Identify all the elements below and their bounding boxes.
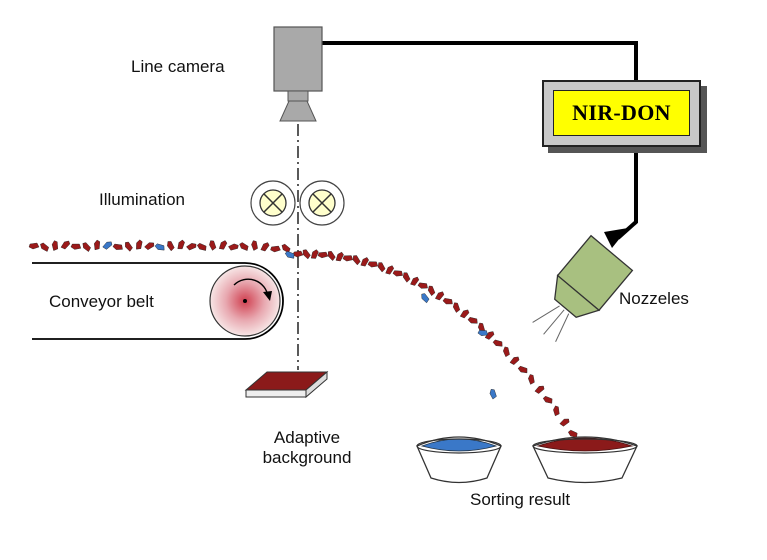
particle-red (218, 240, 228, 250)
particle-red (112, 243, 123, 250)
particle-red (167, 241, 175, 252)
sorting-bowl-icon (416, 436, 638, 484)
adaptive-background-plate (244, 370, 329, 399)
controller-label: NIR-DON (553, 90, 690, 136)
particle-red (528, 374, 535, 385)
particle-red (70, 243, 82, 250)
particle-red (367, 261, 379, 268)
particle-red (251, 240, 258, 251)
particle-red (335, 251, 344, 262)
particle-blue (489, 389, 497, 400)
particle-red (360, 257, 369, 267)
particle-red (60, 240, 71, 250)
particle-red (534, 385, 545, 394)
bowl-accepted (532, 436, 638, 484)
particle-red (310, 249, 319, 259)
particle-stream (28, 239, 578, 438)
particle-red (385, 265, 395, 275)
particle-red (292, 250, 304, 258)
adaptive-background-label: Adaptive background (262, 428, 352, 467)
particle-red (82, 242, 91, 252)
particle-blue (154, 243, 165, 251)
bowl-rejected (416, 436, 502, 484)
particle-red (51, 240, 58, 251)
signal-wire (322, 41, 638, 248)
particle-red (503, 346, 510, 358)
particle-red (317, 251, 329, 259)
particle-red (144, 242, 155, 251)
particle-red (492, 339, 503, 347)
particle-red (177, 239, 185, 250)
illumination-label: Illumination (99, 190, 185, 209)
particle-red (553, 405, 560, 417)
particle-red (392, 270, 403, 277)
particle-red (568, 429, 578, 438)
particle-red (125, 241, 133, 252)
sorting-result-label: Sorting result (470, 490, 571, 509)
particle-red (509, 356, 520, 365)
particle-red (467, 317, 478, 324)
nir-don-controller: NIR-DON (542, 80, 701, 147)
conveyor-roller-icon (32, 262, 284, 340)
particle-red (402, 272, 411, 283)
air-nozzle-icon (532, 234, 634, 342)
particle-red (459, 309, 470, 319)
particle-red (94, 239, 100, 251)
particle-red (327, 251, 336, 261)
particle-red (427, 285, 436, 297)
particle-red (352, 255, 361, 266)
particle-blue (477, 330, 489, 336)
nozzles-label: Nozzeles (619, 289, 689, 308)
particle-blue (102, 241, 113, 250)
particle-red (186, 243, 197, 251)
particle-red (377, 262, 386, 273)
particle-red (517, 365, 528, 374)
particle-red (542, 395, 553, 404)
particle-red (260, 242, 270, 252)
particle-blue (421, 293, 430, 304)
particle-red (28, 242, 40, 250)
particle-blue (284, 251, 295, 259)
particle-red (452, 302, 461, 313)
particle-red (270, 245, 281, 253)
line-camera-label: Line camera (131, 57, 225, 76)
particle-red (196, 243, 207, 251)
line-camera-icon (273, 26, 323, 122)
particle-red (228, 243, 239, 251)
particle-red (342, 255, 354, 262)
particle-red (209, 240, 217, 251)
particle-red (239, 242, 249, 251)
particle-red (40, 242, 49, 252)
particle-red (136, 239, 143, 250)
particle-red (559, 418, 570, 427)
particle-red (410, 276, 420, 286)
particle-red (281, 243, 291, 254)
particle-red (435, 291, 445, 301)
particle-red (442, 298, 453, 305)
lamp-cross-icon (250, 180, 345, 226)
particle-red (302, 249, 311, 260)
conveyor-belt-label: Conveyor belt (49, 292, 154, 311)
particle-red (417, 282, 428, 289)
